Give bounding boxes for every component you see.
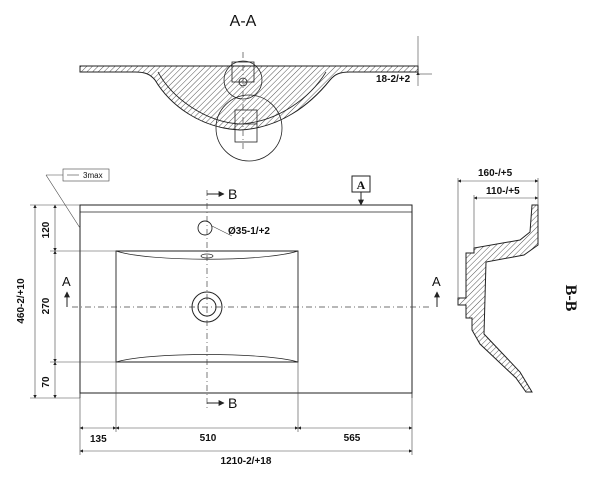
plan-basin: [115, 250, 299, 363]
plan-basin-curve-bottom: [115, 354, 299, 363]
tap-hole-dim: Ø35-1/+2: [228, 226, 270, 237]
bb-profile: [457, 204, 539, 393]
dim-height-total: 160-/+5: [478, 168, 513, 179]
tap-hole-leader: [211, 225, 233, 237]
dim-135: 135: [90, 434, 107, 445]
tap-hole: [197, 220, 213, 236]
section-b-top: B: [228, 186, 237, 202]
plan-outline: [79, 204, 413, 394]
section-a-right: A: [432, 274, 441, 289]
rim-thickness-dim: 18-2/+2: [376, 74, 411, 85]
dim-565: 565: [344, 433, 361, 444]
dim-120: 120: [41, 221, 52, 238]
section-b-bottom: B: [228, 395, 237, 411]
dim-510: 510: [200, 433, 217, 444]
dim-height-basin: 110-/+5: [486, 186, 520, 197]
tolerance-note: 3max: [83, 171, 103, 180]
section-bb-view: B-B 160-/+5 110-/+5: [457, 168, 579, 393]
section-aa-title: A-A: [230, 13, 257, 30]
section-bb-title: B-B: [562, 285, 579, 312]
dim-overall-width: 1210-2/+18: [221, 456, 272, 467]
view-a-label: A: [357, 178, 366, 192]
aa-drain-body: [234, 109, 258, 143]
dim-overall-depth: 460-2/+10: [16, 278, 27, 324]
aa-detail-circle-bottom: [215, 94, 283, 162]
dim-270: 270: [41, 297, 52, 314]
plan-view: Ø35-1/+2 B B A A A 3max 135 510 565: [16, 168, 441, 467]
section-a-left: A: [62, 274, 71, 289]
section-aa-view: A-A 18-2/+2: [79, 13, 432, 162]
tolerance-leader-diag: [45, 174, 81, 229]
dim-70: 70: [41, 376, 52, 388]
